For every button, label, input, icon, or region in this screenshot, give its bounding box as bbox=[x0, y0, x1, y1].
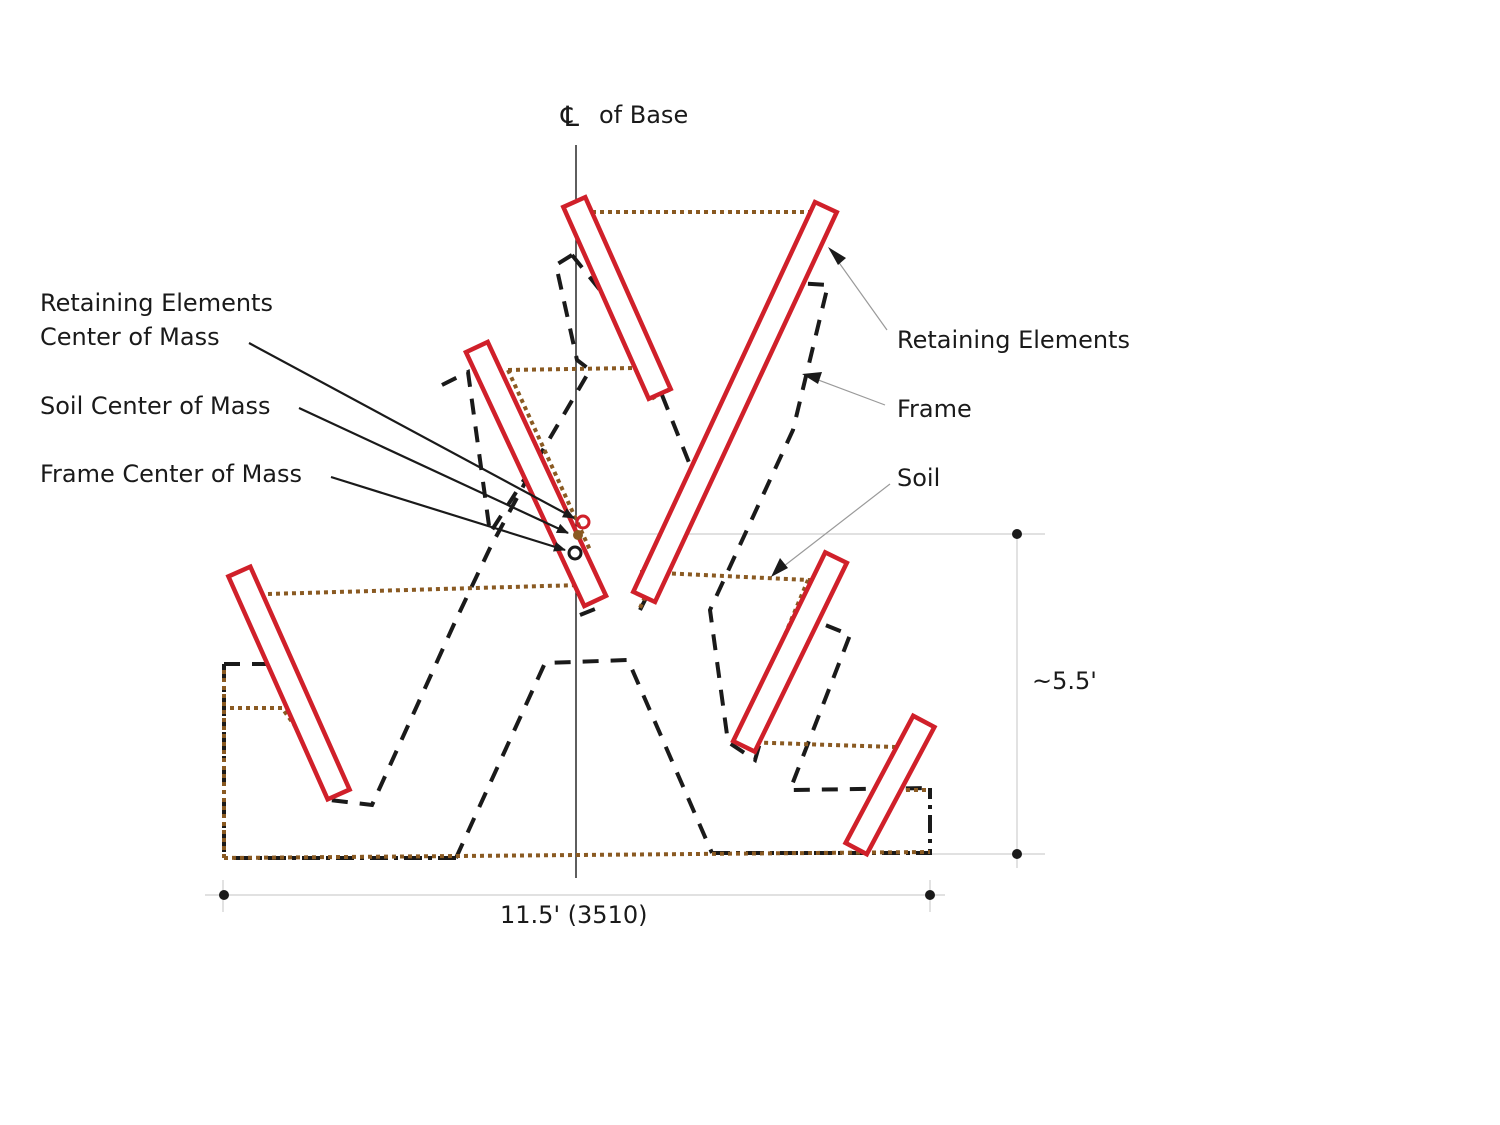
soil-leader bbox=[774, 483, 891, 574]
retaining-com-label-line2: Center of Mass bbox=[40, 323, 220, 351]
frame-com-leader bbox=[330, 475, 566, 552]
centerline-symbol: ℄ bbox=[561, 100, 579, 133]
width-dim-dot-right bbox=[925, 890, 935, 900]
frame-arrowhead bbox=[802, 372, 822, 384]
centerline-label: of Base bbox=[599, 101, 689, 129]
retaining-com-label-line1: Retaining Elements bbox=[40, 289, 273, 317]
retaining-com-leader bbox=[248, 342, 575, 519]
retaining-elements-arrowhead bbox=[828, 247, 846, 265]
soil-com-label: Soil Center of Mass bbox=[40, 392, 271, 420]
retaining-element-3 bbox=[462, 339, 610, 609]
height-dim-dot-top bbox=[1012, 529, 1022, 539]
retaining-elements bbox=[225, 194, 938, 858]
retaining-element-5 bbox=[730, 549, 850, 755]
retaining-elements-label: Retaining Elements bbox=[897, 326, 1130, 354]
soil-com-leader bbox=[298, 407, 569, 534]
width-dim-dot-left bbox=[219, 890, 229, 900]
retaining-element-2 bbox=[630, 199, 840, 605]
retaining-element-6 bbox=[842, 712, 938, 858]
height-dimension-label: ~5.5' bbox=[1032, 667, 1097, 695]
height-dim-dot-bottom bbox=[1012, 849, 1022, 859]
retaining-element-1 bbox=[560, 194, 674, 402]
retaining-element-4 bbox=[225, 563, 353, 803]
soil-center-of-mass-marker bbox=[573, 530, 583, 540]
frame-label: Frame bbox=[897, 395, 972, 423]
retaining-center-of-mass-marker bbox=[575, 514, 591, 530]
width-dimension-label: 11.5' (3510) bbox=[500, 901, 648, 929]
soil-arrowhead bbox=[771, 558, 788, 577]
soil-label: Soil bbox=[897, 464, 941, 492]
frame-center-of-mass-marker bbox=[567, 545, 583, 561]
frame-com-label: Frame Center of Mass bbox=[40, 460, 302, 488]
